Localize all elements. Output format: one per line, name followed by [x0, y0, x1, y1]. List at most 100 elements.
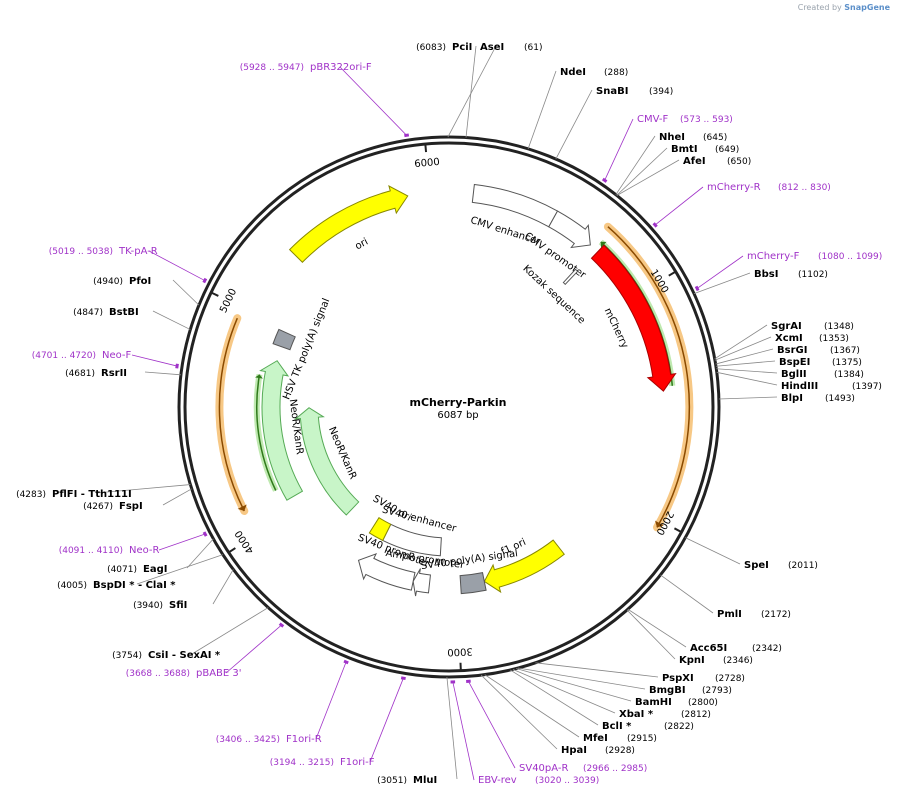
site-leader — [616, 159, 680, 196]
primer-leader — [315, 661, 347, 740]
site-name: BclI * — [602, 721, 632, 732]
primer-label[interactable]: (4091 .. 4110)Neo-R — [59, 545, 160, 556]
feature-arc[interactable] — [288, 185, 409, 263]
site-label[interactable]: (4681)RsrII — [65, 368, 127, 379]
site-label[interactable]: (4283)PflFI - Tth111I — [16, 489, 132, 500]
site-position: (4071) — [107, 565, 137, 575]
site-label[interactable]: (3051)MluI — [377, 775, 437, 786]
site-leader — [715, 360, 776, 367]
feature-arc[interactable] — [368, 517, 392, 542]
primer-label[interactable]: CMV-F(573 .. 593) — [637, 114, 733, 125]
site-label[interactable]: HindIII(1397) — [781, 381, 882, 392]
site-label[interactable]: (4071)EagI — [107, 564, 167, 575]
site-label[interactable]: NheI(645) — [659, 132, 727, 143]
site-position: (2915) — [627, 734, 657, 744]
site-label[interactable]: AseI(61) — [480, 42, 542, 53]
site-label[interactable]: BlpI(1493) — [781, 393, 855, 404]
primer-label[interactable]: (4701 .. 4720)Neo-F — [32, 350, 132, 361]
site-label[interactable]: XbaI *(2812) — [619, 709, 711, 720]
site-label[interactable]: BmtI(649) — [671, 144, 739, 155]
site-position: (4940) — [93, 277, 123, 287]
primer-leader — [696, 255, 744, 289]
site-name: BglII — [781, 369, 807, 380]
site-name: CsiI - SexAI * — [148, 650, 221, 661]
site-label[interactable]: Acc65I(2342) — [690, 643, 782, 654]
site-label[interactable]: (4267)FspI — [83, 501, 143, 512]
feature-arc[interactable] — [590, 244, 677, 392]
site-name: PfoI — [129, 276, 151, 287]
site-label[interactable]: (3754)CsiI - SexAI * — [112, 650, 221, 661]
site-label[interactable]: (3940)SfiI — [133, 600, 187, 611]
site-label[interactable]: SgrAI(1348) — [771, 321, 854, 332]
orf-green-line — [255, 374, 277, 491]
site-label[interactable]: BclI *(2822) — [602, 721, 694, 732]
site-label[interactable]: BspEI(1375) — [779, 357, 862, 368]
primer-label[interactable]: (3668 .. 3688)pBABE 3' — [126, 668, 242, 679]
site-label[interactable]: BglII (1384) — [781, 369, 864, 380]
site-label[interactable]: PmlI(2172) — [717, 609, 791, 620]
site-label[interactable]: SnaBI(394) — [596, 86, 673, 97]
primer-label[interactable]: mCherry-R(812 .. 830) — [707, 182, 831, 193]
site-layer: (6083)PciI AseI(61) NdeI(288) SnaBI(394) Nhe… — [16, 42, 882, 786]
primer-marker — [343, 659, 349, 665]
site-label[interactable]: (4847)BstBI — [73, 307, 139, 318]
site-label[interactable]: SpeI(2011) — [744, 560, 818, 571]
site-label[interactable]: BamHI (2800) — [635, 697, 718, 708]
site-label[interactable]: (4940) PfoI — [93, 276, 151, 287]
primer-leader — [225, 624, 282, 674]
primer-label[interactable]: mCherry-F(1080 .. 1099) — [747, 251, 882, 262]
primer-name: EBV-rev — [478, 775, 517, 786]
feature-arc[interactable] — [259, 360, 304, 501]
site-label[interactable]: KpnI(2346) — [679, 655, 753, 666]
primer-label[interactable]: (5928 .. 5947)pBR322ori-F — [240, 62, 372, 73]
site-label[interactable]: (6083)PciI — [416, 42, 472, 53]
site-label[interactable]: MfeI(2915) — [583, 733, 657, 744]
primer-label[interactable]: (3194 .. 3215)F1ori-F — [270, 757, 375, 768]
site-leader — [535, 662, 659, 678]
site-label[interactable]: BmgBI(2793) — [649, 685, 732, 696]
feature-arc[interactable] — [459, 572, 487, 595]
site-label[interactable]: PspXI(2728) — [662, 673, 745, 684]
site-leader — [95, 484, 191, 494]
site-label[interactable]: BbsI(1102) — [754, 269, 828, 280]
site-position: (2800) — [688, 698, 718, 708]
site-label[interactable]: AfeI(650) — [683, 156, 751, 167]
feature-arc[interactable] — [562, 268, 579, 286]
primer-label[interactable]: SV40pA-R(2966 .. 2985) — [519, 763, 647, 774]
primer-leader — [654, 186, 704, 226]
site-position: (2346) — [723, 656, 753, 666]
site-label[interactable]: NdeI(288) — [560, 67, 628, 78]
site-leader — [191, 607, 269, 655]
site-label[interactable]: HpaI(2928) — [561, 745, 635, 756]
site-position: (2342) — [752, 644, 782, 654]
site-label[interactable]: (4005)BspDI * - ClaI * — [57, 580, 176, 591]
primer-label[interactable]: (5019 .. 5038)TK-pA-R — [49, 246, 158, 257]
site-name: HindIII — [781, 381, 818, 392]
primer-name: F1ori-F — [340, 757, 375, 768]
site-name: BamHI — [635, 697, 672, 708]
primer-label[interactable]: (3406 .. 3425)F1ori-R — [216, 734, 322, 745]
credit-prefix: Created by — [797, 3, 842, 12]
backbone — [177, 135, 721, 679]
site-label[interactable]: BsrGI(1367) — [777, 345, 860, 356]
tick-mark — [673, 527, 682, 533]
site-name: MluI — [413, 775, 437, 786]
primer-leader — [604, 118, 634, 181]
primer-marker — [175, 363, 179, 369]
feature-arc[interactable] — [272, 328, 296, 351]
feature-arc[interactable] — [293, 407, 360, 516]
primer-label[interactable]: EBV-rev(3020 .. 3039) — [478, 775, 599, 786]
primer-name: pBABE 3' — [196, 668, 242, 679]
site-name: RsrII — [101, 368, 127, 379]
site-label[interactable]: XcmI(1353) — [775, 333, 849, 344]
orf-green-arrowhead — [600, 241, 607, 248]
tick-label: 3000 — [447, 645, 473, 657]
site-leader — [527, 70, 557, 149]
feature-arc[interactable] — [483, 539, 565, 594]
feature-arc[interactable] — [357, 552, 416, 591]
site-position: (1384) — [834, 370, 864, 380]
feature-arc[interactable] — [548, 210, 591, 249]
primer-position: (2966 .. 2985) — [583, 764, 647, 774]
feature-arc[interactable] — [412, 568, 432, 597]
site-name: HpaI — [561, 745, 587, 756]
